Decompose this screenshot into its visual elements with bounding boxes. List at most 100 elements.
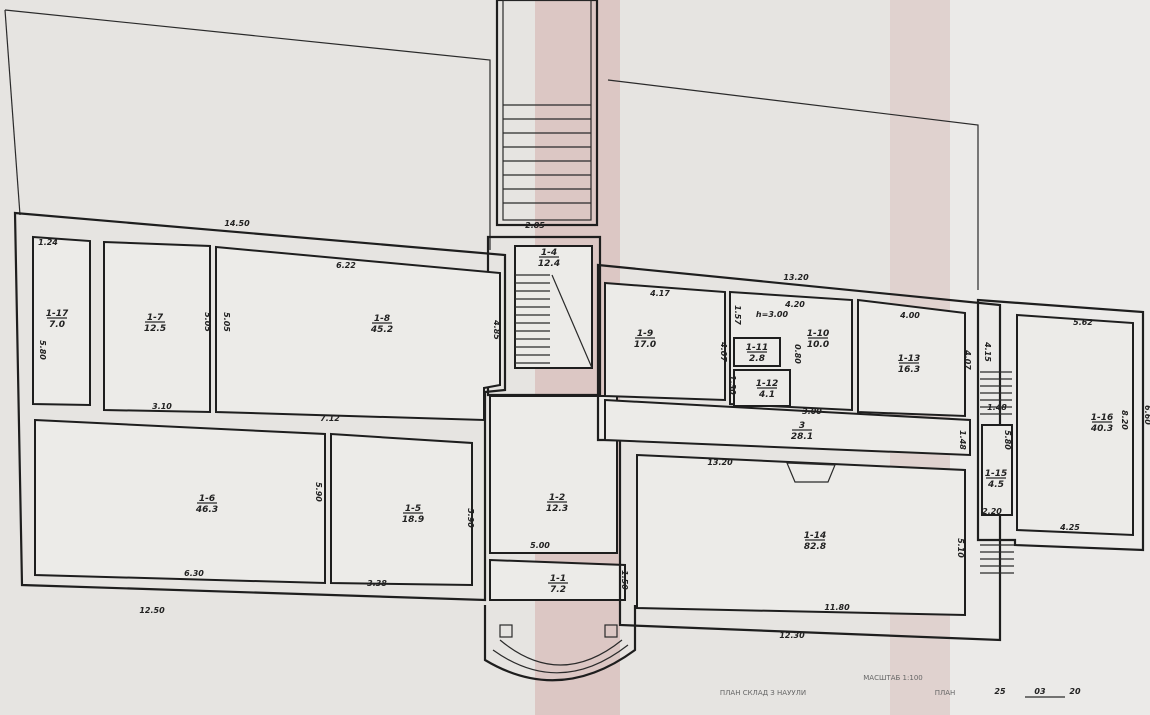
room-area: 2.8 [749, 354, 765, 364]
room-1-17 [32, 235, 91, 407]
date-day: 25 [994, 687, 1006, 696]
dimension-label: 3.38 [367, 579, 387, 588]
dimension-label: 3.10 [152, 402, 172, 411]
room-label: 1-412.4 [538, 248, 560, 269]
dimension-label: 12.50 [139, 606, 165, 615]
room-area: 18.9 [402, 515, 424, 525]
room-area: 46.3 [195, 505, 218, 515]
room-number: 3 [799, 421, 805, 431]
dimension-label: 4.20 [784, 300, 805, 309]
entrance-porch [483, 605, 637, 682]
room-number: 1-17 [46, 309, 69, 319]
dimension-label: 1.24 [38, 238, 58, 247]
room-area: 40.3 [1090, 424, 1113, 434]
room-label: 1-845.2 [370, 314, 393, 335]
room-label: 1-212.3 [546, 493, 568, 514]
room-number: 1-2 [549, 493, 565, 503]
dimension-label: 0.80 [793, 344, 802, 364]
room-label: 1-518.9 [402, 504, 424, 525]
room-number: 1-5 [405, 504, 421, 514]
dimension-label: 1.30 [728, 375, 737, 395]
room-number: 1-4 [541, 248, 557, 258]
room-area: 4.5 [987, 480, 1004, 490]
dimension-label: 7.12 [320, 414, 340, 423]
room-area: 12.3 [546, 504, 568, 514]
dimension-label: 4.00 [899, 311, 920, 320]
staircase-1-4 [515, 274, 550, 364]
dimension-label: 5.80 [38, 340, 47, 360]
room-number: 1-8 [374, 314, 390, 324]
room-1-16 [1016, 313, 1134, 537]
room-1-14 [636, 453, 966, 617]
room-number: 1-9 [637, 329, 653, 339]
date-year: 20 [1069, 687, 1081, 696]
room-area: 12.4 [538, 259, 560, 269]
stair-diagonal [551, 274, 593, 369]
room-area: 10.0 [807, 340, 829, 350]
dimension-label: 12.30 [779, 631, 805, 640]
upper-outline-left [4, 9, 21, 216]
room-area: 16.3 [898, 365, 920, 375]
dimension-label: 4.07 [719, 341, 728, 362]
upper-outline-right [607, 79, 979, 290]
dimension-label: 11.80 [824, 603, 850, 612]
plan-date-label: ПЛАН [935, 689, 956, 697]
dimension-label: 4.15 [983, 341, 992, 362]
room-number: 1-14 [804, 531, 827, 541]
dimension-label: 4.07 [963, 349, 972, 370]
dimension-label: 3.00 [802, 407, 822, 416]
room-1-8 [215, 245, 501, 422]
dimension-label: 1.57 [733, 305, 742, 325]
room-area: 7.2 [550, 585, 566, 595]
room-3 [604, 398, 971, 457]
room-number: 1-12 [756, 379, 779, 389]
dimension-label: 13.20 [707, 458, 733, 467]
plan-title: ПЛАН СКЛАД З НАУУЛИ [720, 689, 806, 697]
dimension-label: h=3.00 [756, 310, 789, 319]
room-1-1 [489, 558, 626, 601]
dimension-label: 5.05 [203, 312, 212, 332]
dimension-label: 1.50 [620, 570, 629, 590]
room-label: 328.1 [791, 421, 813, 442]
dimension-label: 13.20 [783, 273, 809, 282]
room-1-2 [489, 395, 618, 554]
dimension-label: 6.60 [1143, 405, 1150, 425]
scale-label: МАСШТАБ 1:100 [863, 674, 922, 682]
room-number: 1-1 [550, 574, 566, 584]
right-wing-outer-wall [596, 263, 1002, 642]
dimension-label: 4.85 [492, 319, 501, 340]
dimension-label: 5.80 [1003, 430, 1012, 450]
dimension-label: 6.30 [184, 569, 204, 578]
room-label: 1-177.0 [46, 309, 69, 330]
room-label: 1-154.5 [985, 469, 1008, 490]
room-1-12 [733, 369, 791, 407]
room-number: 1-10 [807, 329, 830, 339]
room-number: 1-15 [985, 469, 1008, 479]
room-area: 4.1 [758, 390, 775, 400]
room-1-7 [103, 240, 211, 414]
room-area: 28.1 [791, 432, 813, 442]
room-1-5 [330, 432, 473, 587]
dimension-label: 1.48 [987, 403, 1007, 412]
room-label: 1-917.0 [634, 329, 656, 350]
room-area: 12.5 [144, 324, 166, 334]
upper-outline-left [4, 9, 491, 250]
dimension-label: 2.85 [525, 221, 545, 230]
dimension-label: 4.17 [649, 289, 670, 298]
staircase-top [495, 0, 599, 227]
room-number: 1-6 [199, 494, 215, 504]
fireplace-icon [786, 462, 836, 483]
room-area: 45.2 [370, 325, 393, 335]
room-number: 1-11 [746, 343, 769, 353]
dimension-label: 2.20 [982, 507, 1002, 516]
dimension-label: 5.90 [314, 482, 323, 502]
room-label: 1-712.5 [144, 313, 166, 334]
dimension-label: 8.20 [1120, 410, 1129, 430]
room-number: 1-13 [898, 354, 921, 364]
room-number: 1-7 [147, 313, 164, 323]
room-label: 1-112.8 [746, 343, 769, 364]
